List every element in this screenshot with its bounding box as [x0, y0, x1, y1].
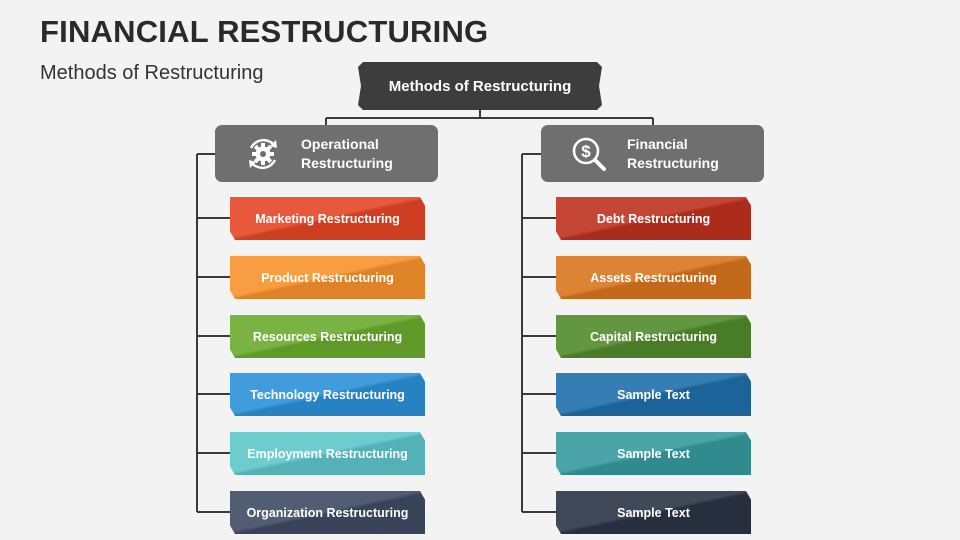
method-item: Capital Restructuring [556, 315, 751, 358]
method-item: Sample Text [556, 373, 751, 416]
method-item-label: Capital Restructuring [589, 329, 718, 344]
svg-text:$: $ [581, 142, 591, 161]
method-item: Product Restructuring [230, 256, 425, 299]
method-item-label: Resources Restructuring [252, 329, 403, 344]
method-item: Debt Restructuring [556, 197, 751, 240]
method-item: Sample Text [556, 432, 751, 475]
method-item-label: Debt Restructuring [596, 211, 711, 226]
method-item: Marketing Restructuring [230, 197, 425, 240]
method-item: Resources Restructuring [230, 315, 425, 358]
method-item-label: Organization Restructuring [246, 505, 409, 520]
page-title: FINANCIAL RESTRUCTURING [40, 14, 489, 49]
method-item-label: Employment Restructuring [247, 446, 408, 461]
method-item: Sample Text [556, 491, 751, 534]
method-item-label: Technology Restructuring [250, 387, 405, 402]
page-subtitle: Methods of Restructuring [40, 62, 264, 84]
dollar-search-icon: $ [567, 132, 611, 176]
method-item: Assets Restructuring [556, 256, 751, 299]
method-item: Employment Restructuring [230, 432, 425, 475]
method-item-label: Sample Text [617, 446, 690, 461]
method-item: Organization Restructuring [230, 491, 425, 534]
category-label: Operational Restructuring [301, 135, 393, 171]
method-item-label: Sample Text [617, 387, 690, 402]
method-item-label: Sample Text [617, 505, 690, 520]
gear-cycle-icon [241, 132, 285, 176]
category-financial: $ Financial Restructuring [541, 125, 764, 182]
root-label: Methods of Restructuring [388, 77, 572, 95]
method-item: Technology Restructuring [230, 373, 425, 416]
method-item-label: Marketing Restructuring [255, 211, 400, 226]
method-item-label: Assets Restructuring [590, 270, 717, 285]
category-label: Financial Restructuring [627, 135, 719, 171]
root-node: Methods of Restructuring [358, 62, 602, 110]
category-operational: Operational Restructuring [215, 125, 438, 182]
method-item-label: Product Restructuring [261, 270, 394, 285]
